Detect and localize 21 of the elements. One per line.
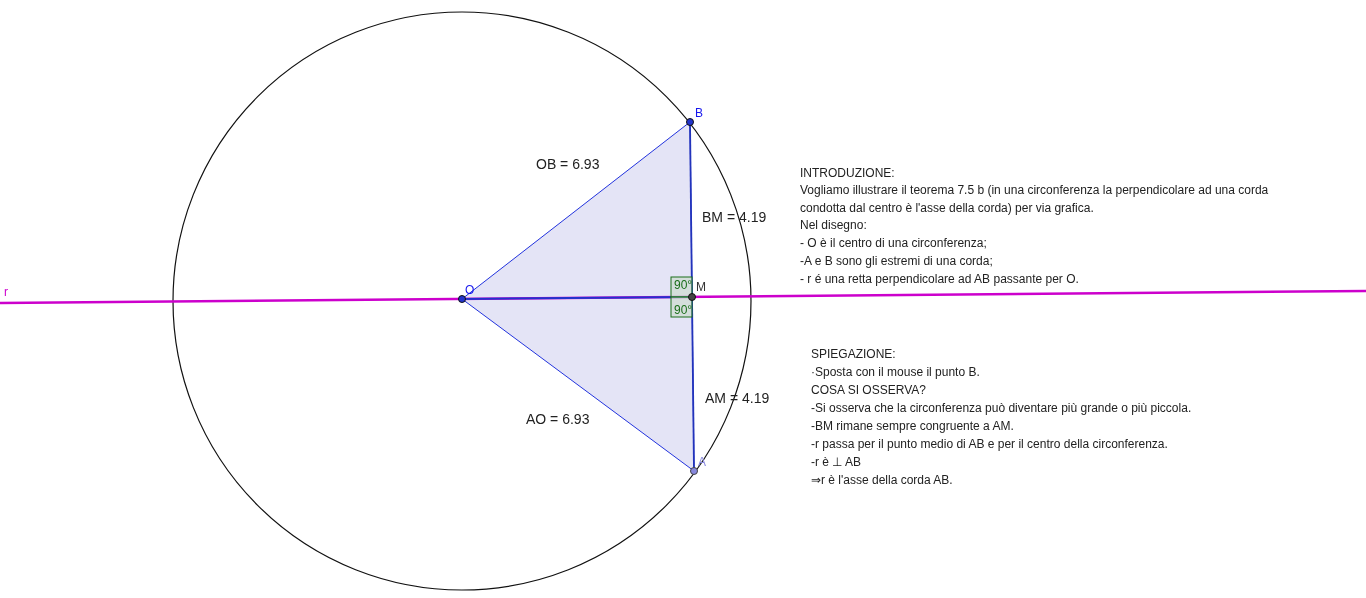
body-text: -A e B sono gli estremi di una corda; [800, 253, 993, 269]
body-text: -r passa per il punto medio di AB e per il centro della circonferenza. [811, 436, 1168, 452]
point-label: B [695, 106, 703, 120]
body-text: Nel disegno: [800, 217, 867, 233]
measurement-label: OB = 6.93 [536, 155, 600, 173]
body-text: ·Sposta con il mouse il punto B. [811, 364, 980, 380]
point-label: O [465, 283, 475, 297]
body-text: ⇒r è l'asse della corda AB. [811, 472, 953, 488]
measurement-label: BM = 4.19 [702, 208, 767, 226]
section-heading: INTRODUZIONE: [800, 165, 895, 181]
body-text: -r è ⊥ AB [811, 454, 861, 470]
section-heading: COSA SI OSSERVA? [811, 382, 926, 398]
body-text: - O è il centro di una circonferenza; [800, 235, 987, 251]
section-heading: SPIEGAZIONE: [811, 346, 896, 362]
body-text: Vogliamo illustrare il teorema 7.5 b (in una circonferenza la perpendicolare ad una corda condotta dal centro è l'asse della corda) per via grafica. [800, 182, 1270, 217]
body-text: -Si osserva che la circonferenza può diventare più grande o più piccola. [811, 400, 1192, 416]
body-text: -BM rimane sempre congruente a AM. [811, 418, 1014, 434]
measurement-label: AO = 6.93 [526, 410, 590, 428]
line-label: r [4, 285, 8, 299]
body-text: - r é una retta perpendicolare ad AB passante per O. [800, 271, 1079, 287]
point-label: M [696, 280, 706, 294]
